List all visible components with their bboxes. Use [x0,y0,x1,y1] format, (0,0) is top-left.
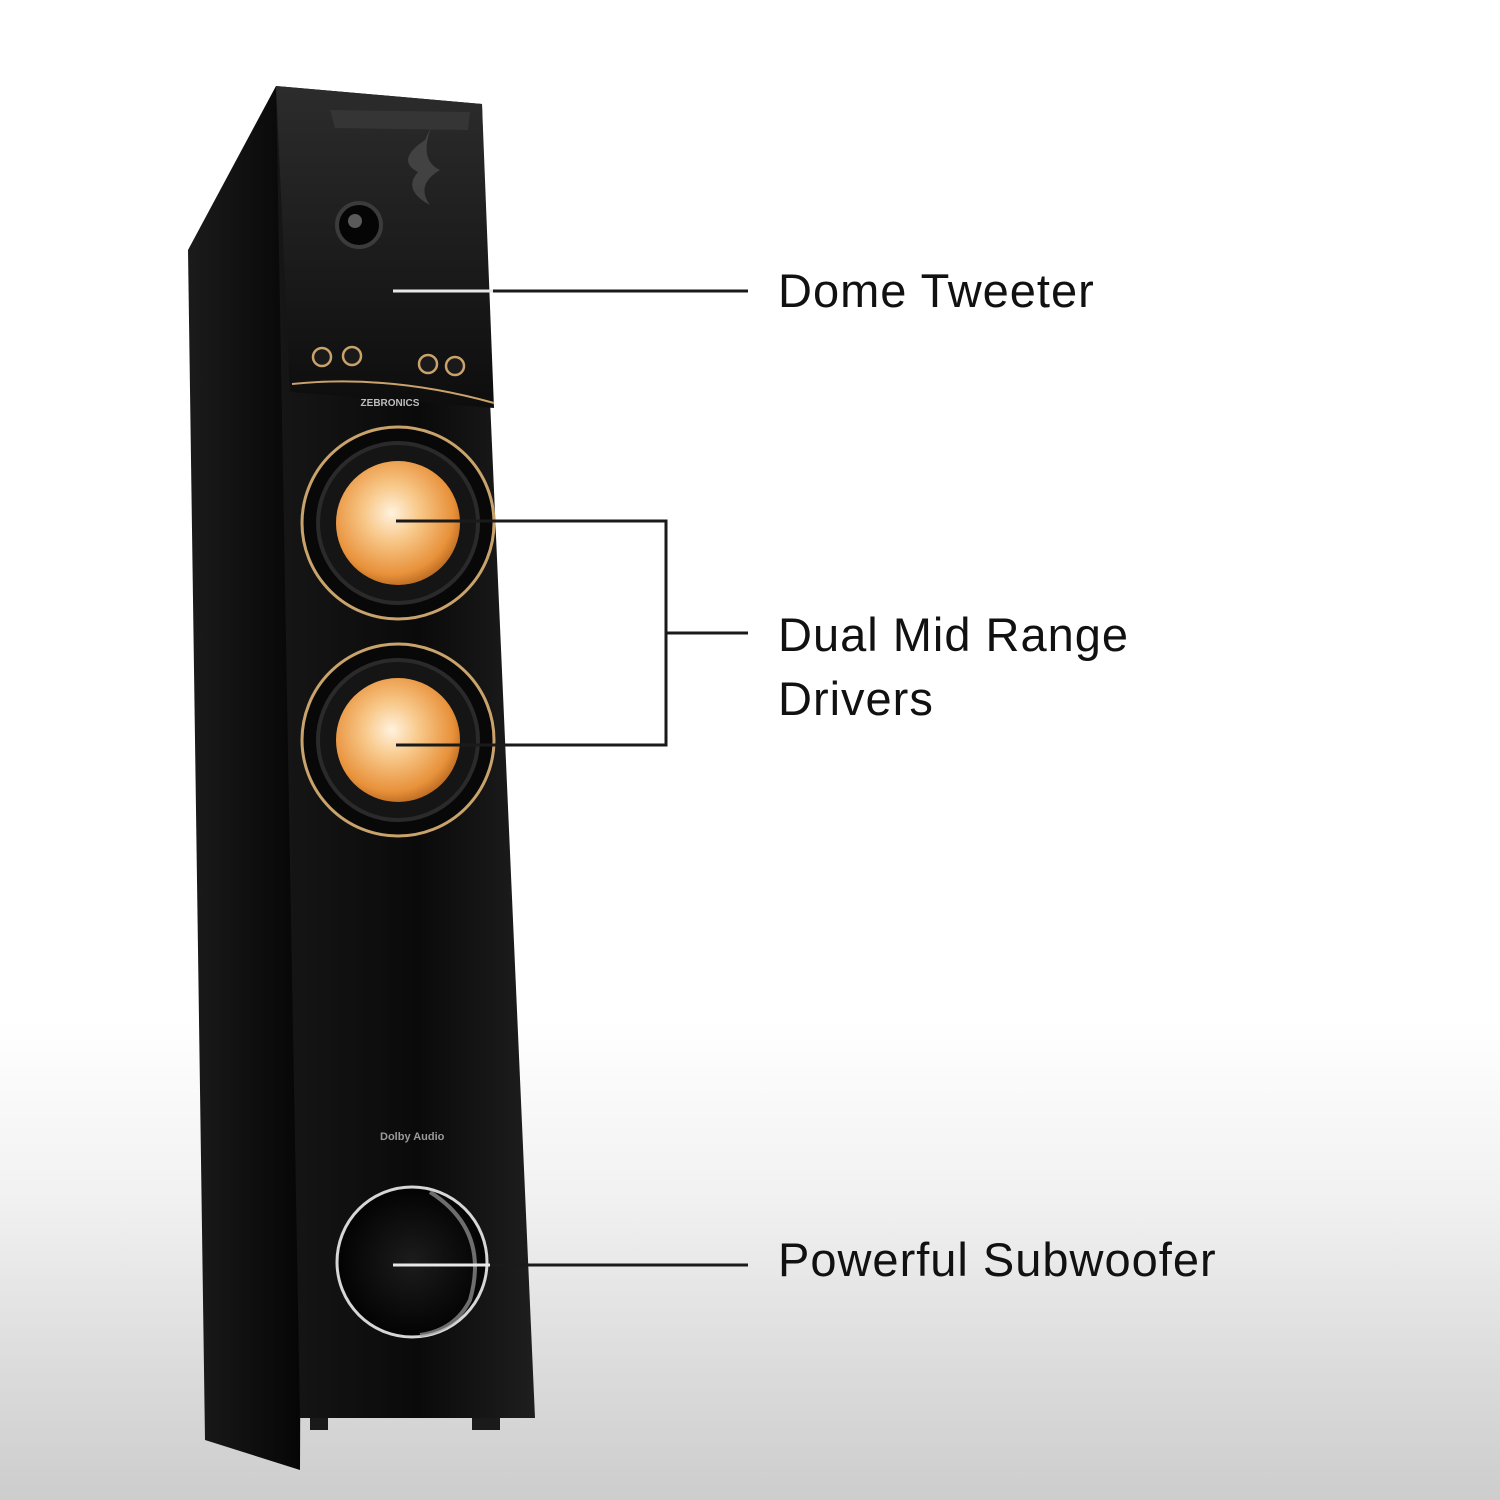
cabinet-side-panel [188,86,305,1470]
callout-dome-tweeter: Dome Tweeter [778,264,1095,317]
decorative-swoosh [408,125,440,205]
glossy-top-panel [276,86,494,408]
control-buttons [311,345,466,377]
mid-driver-1 [300,425,496,621]
control-button-icon [341,345,363,367]
leader-lines [393,289,748,1267]
driver-cone-icon [336,678,460,802]
subwoofer [335,1185,489,1339]
subwoofer-port-icon [335,1185,489,1339]
callout-drivers: Drivers [778,672,934,725]
control-button-icon [444,355,466,377]
dolby-badge: Dolby Audio [380,1131,445,1143]
cabinet-foot [310,1418,328,1430]
gold-trim-line [291,380,495,404]
top-gloss-highlight [330,110,470,130]
brand-logo: ZEBRONICS [361,398,420,409]
cabinet-foot [472,1418,500,1430]
driver-cone-icon [336,461,460,585]
mid-driver-2 [300,642,496,838]
callout-powerful-subwoofer: Powerful Subwoofer [778,1233,1217,1286]
subwoofer-reflection [419,1190,477,1337]
tweeter-dome-highlight [348,214,362,228]
control-button-icon [311,346,333,368]
callout-dual-mid-range: Dual Mid Range [778,608,1130,661]
control-button-icon [417,353,439,375]
